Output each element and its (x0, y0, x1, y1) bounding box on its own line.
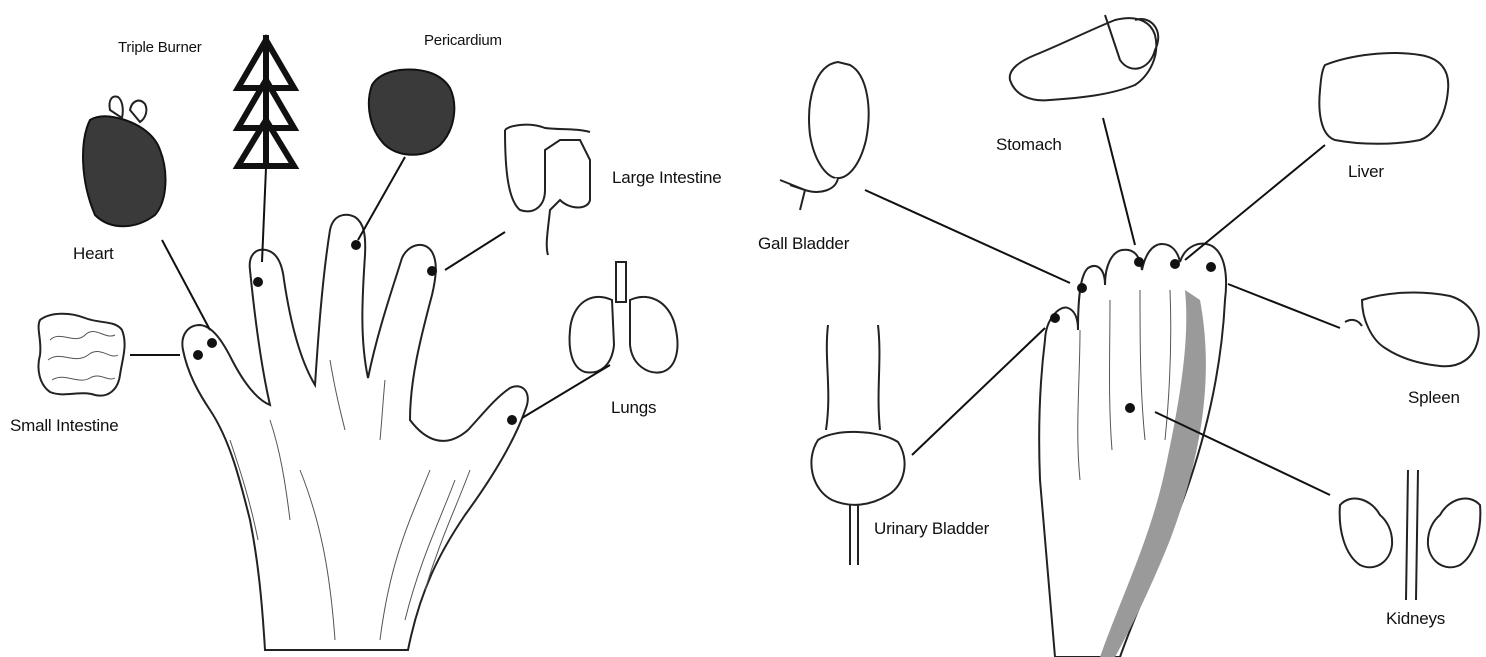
label-urinary-bladder: Urinary Bladder (874, 519, 989, 539)
label-kidneys: Kidneys (1386, 609, 1445, 629)
hand-illustration (182, 215, 527, 650)
acupoint-stomach (1134, 257, 1144, 267)
acupoint-small-intestine (193, 350, 203, 360)
acupoint-urinary-bladder (1050, 313, 1060, 323)
small-intestine-organ-icon (38, 314, 124, 396)
acupoint-spleen (1206, 262, 1216, 272)
acupoint-heart (207, 338, 217, 348)
liver-organ-icon (1319, 53, 1448, 144)
label-stomach: Stomach (996, 135, 1062, 155)
gall-bladder-organ-icon (780, 62, 869, 210)
acupoint-large-intestine (427, 266, 437, 276)
kidneys-organ-icon (1340, 470, 1481, 600)
acupoint-pericardium (351, 240, 361, 250)
label-heart: Heart (73, 244, 114, 264)
foot-illustration (1039, 244, 1226, 657)
label-gall-bladder: Gall Bladder (758, 234, 849, 254)
acupoint-kidneys (1125, 403, 1135, 413)
label-lungs: Lungs (611, 398, 656, 418)
label-triple-burner: Triple Burner (118, 39, 202, 56)
acupoint-triple-burner (253, 277, 263, 287)
heart-organ-icon (83, 97, 165, 227)
acupoint-gall-bladder (1077, 283, 1087, 293)
lungs-organ-icon (570, 262, 678, 373)
large-intestine-organ-icon (505, 125, 590, 255)
pericardium-organ-icon (369, 70, 454, 155)
stomach-organ-icon (1010, 15, 1158, 100)
spleen-organ-icon (1345, 293, 1479, 367)
label-small-intestine: Small Intestine (10, 416, 119, 436)
label-large-intestine: Large Intestine (612, 168, 721, 188)
label-liver: Liver (1348, 162, 1384, 182)
acupoint-lungs (507, 415, 517, 425)
acupoint-liver (1170, 259, 1180, 269)
label-pericardium: Pericardium (424, 32, 502, 49)
label-spleen: Spleen (1408, 388, 1460, 408)
triple-burner-symbol-icon (238, 35, 294, 168)
